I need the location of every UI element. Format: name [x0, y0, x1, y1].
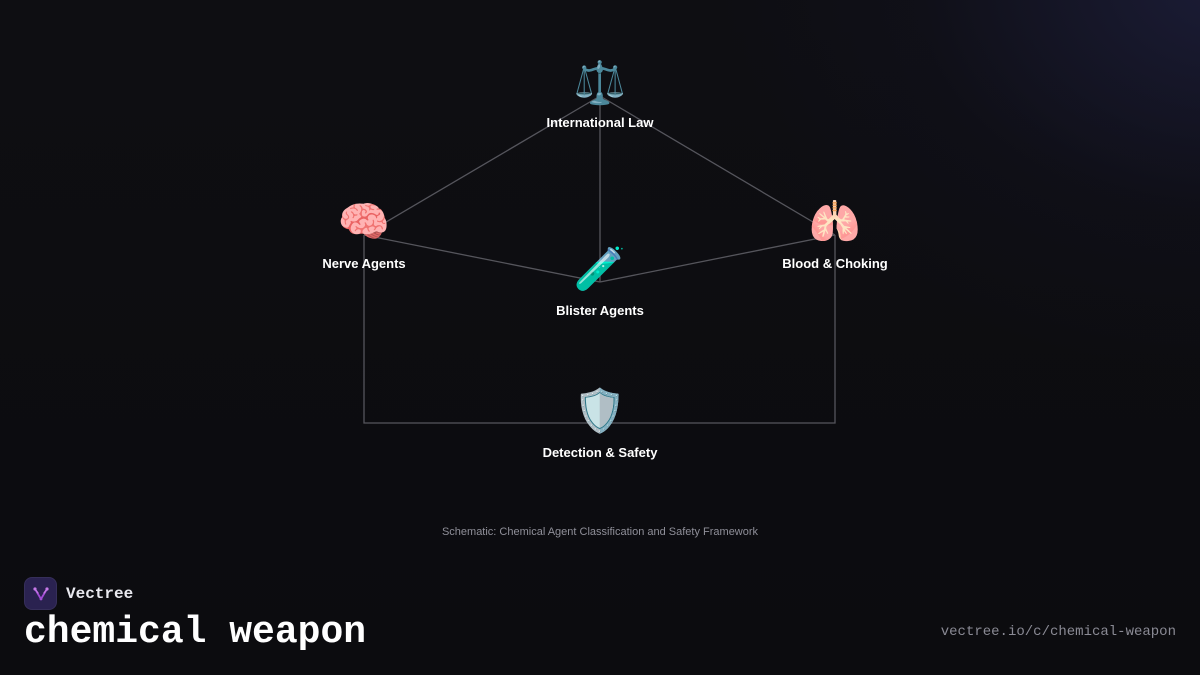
page-title: chemical weapon — [24, 611, 367, 654]
diagram-edges — [363, 95, 836, 424]
lungs-icon: 🫁 — [809, 197, 861, 246]
edge-law-nerve — [363, 95, 601, 236]
node-label: Blood & Choking — [782, 256, 887, 271]
node-label: Blister Agents — [556, 303, 644, 318]
node-blister-agents: 🧪 Blister Agents — [556, 244, 644, 318]
framework-diagram: ⚖️ International Law 🧠 Nerve Agents 🫁 Bl… — [322, 58, 887, 460]
edge-law-blood — [599, 95, 836, 236]
brain-icon: 🧠 — [338, 197, 390, 246]
node-label: International Law — [547, 115, 655, 130]
node-nerve-agents: 🧠 Nerve Agents — [322, 197, 405, 271]
edge-blood-blister — [599, 234, 836, 283]
diagram-caption: Schematic: Chemical Agent Classification… — [441, 526, 759, 538]
test-tube-icon: 🧪 — [574, 244, 626, 293]
node-detection-safety: 🛡️ Detection & Safety — [543, 386, 659, 460]
scales-icon: ⚖️ — [574, 58, 626, 107]
vectree-logo-icon — [24, 577, 57, 610]
brand-name: Vectree — [66, 584, 134, 603]
node-label: Nerve Agents — [322, 256, 405, 271]
edge-nerve-safety — [363, 235, 600, 424]
brand: Vectree — [24, 577, 133, 610]
edge-blood-safety — [600, 235, 836, 424]
edge-nerve-blister — [363, 234, 601, 283]
shield-icon: 🛡️ — [574, 386, 626, 435]
page-url[interactable]: vectree.io/c/chemical-weapon — [940, 624, 1176, 640]
node-international-law: ⚖️ International Law — [547, 58, 655, 130]
node-blood-choking: 🫁 Blood & Choking — [782, 197, 887, 271]
node-label: Detection & Safety — [543, 445, 659, 460]
